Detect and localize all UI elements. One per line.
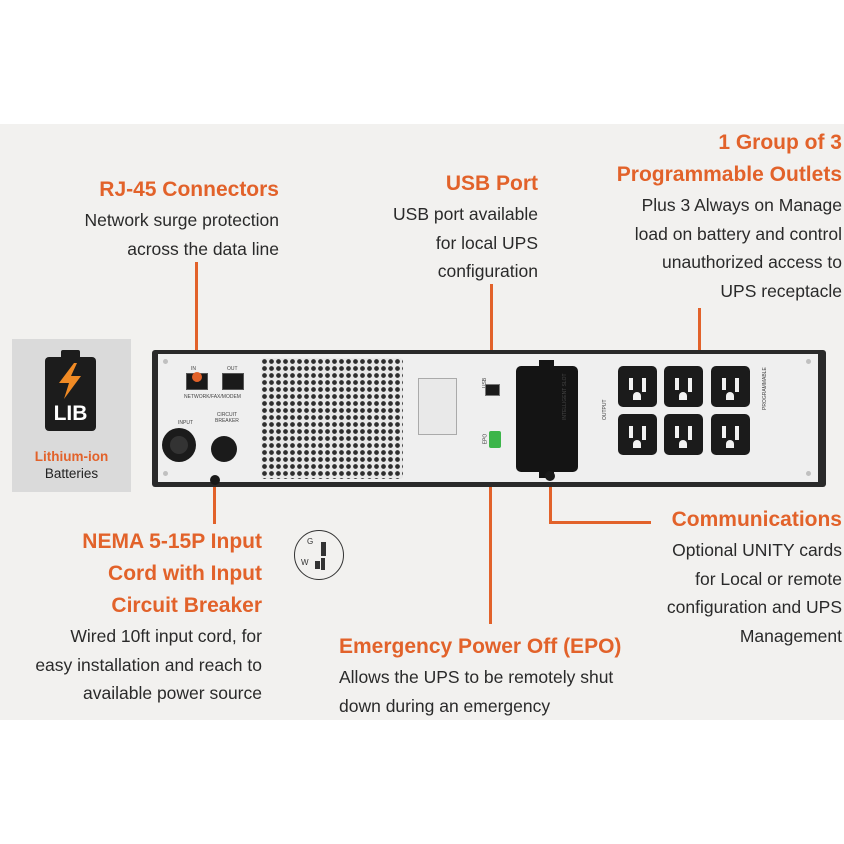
epo-connector-line xyxy=(489,452,492,624)
blank-slot-cover xyxy=(418,378,457,435)
fan-vent-grille xyxy=(261,358,403,479)
rj45-callout: RJ-45 Connectors Network surge protectio… xyxy=(0,174,279,263)
communications-description: Optional UNITY cards for Local or remote… xyxy=(666,540,842,646)
nema-description: Wired 10ft input cord, for easy installa… xyxy=(35,626,262,703)
intelligent-slot-label: INTELLIGENT SLOT xyxy=(562,373,568,420)
nema-connector-line xyxy=(213,480,216,524)
screw xyxy=(163,359,168,364)
nema-title: NEMA 5-15P Input Cord with Input Circuit… xyxy=(82,530,262,617)
plug-neutral-label: W xyxy=(301,558,309,567)
communications-callout: Communications Optional UNITY cards for … xyxy=(582,504,842,650)
lib-line2: Batteries xyxy=(44,466,99,481)
outlets-connector-line xyxy=(698,308,701,375)
rj45-connector-line xyxy=(195,262,198,374)
plug-ground-label: G xyxy=(307,537,314,546)
rj45-endpoint-dot xyxy=(192,372,202,382)
nema-endpoint-dot xyxy=(210,475,220,485)
outlets-description: Plus 3 Always on Manage load on battery … xyxy=(634,195,842,301)
intelligent-slot-cover[interactable] xyxy=(516,366,578,472)
lib-line1: Lithium-ion xyxy=(34,449,109,464)
outlet-programmable-3[interactable] xyxy=(711,414,750,455)
usb-title: USB Port xyxy=(445,172,538,195)
outlet-always-on-1[interactable] xyxy=(618,366,657,407)
rj45-in-label: IN xyxy=(191,366,196,372)
outlet-programmable-1[interactable] xyxy=(618,414,657,455)
epo-callout: Emergency Power Off (EPO) Allows the UPS… xyxy=(339,631,669,720)
breaker-label: CIRCUIT BREAKER xyxy=(215,412,239,424)
screw xyxy=(163,471,168,476)
communications-connector-line-v xyxy=(549,476,552,524)
epo-description: Allows the UPS to be remotely shut down … xyxy=(339,667,614,716)
programmable-label: PROGRAMMABLE xyxy=(762,367,768,410)
usb-description: USB port available for local UPS configu… xyxy=(393,204,538,281)
comm-endpoint-dot xyxy=(545,471,555,481)
outlets-callout: 1 Group of 3 Programmable Outlets Plus 3… xyxy=(542,127,842,305)
rj45-description: Network surge protection across the data… xyxy=(84,210,279,259)
nema-plug-icon: G W xyxy=(294,530,344,580)
screw xyxy=(806,359,811,364)
rj45-out-port xyxy=(222,373,244,390)
usb-callout: USB Port USB port available for local UP… xyxy=(278,168,538,286)
usb-connector-line xyxy=(490,284,493,364)
rj45-out-label: OUT xyxy=(227,366,238,372)
input-cord-grommet-inner xyxy=(170,436,188,454)
screw xyxy=(806,471,811,476)
rj45-title: RJ-45 Connectors xyxy=(99,178,279,201)
epo-title: Emergency Power Off (EPO) xyxy=(339,635,622,658)
outlet-programmable-2[interactable] xyxy=(664,414,703,455)
comm-slot-tab-top xyxy=(539,360,554,368)
nema-callout: NEMA 5-15P Input Cord with Input Circuit… xyxy=(0,526,262,708)
outlets-title: 1 Group of 3 Programmable Outlets xyxy=(616,131,842,186)
output-label: OUTPUT xyxy=(602,399,608,420)
network-label: NETWORK/FAX/MODEM xyxy=(184,394,241,400)
epo-label: EPO xyxy=(482,433,489,445)
lightning-bolt-icon xyxy=(59,363,81,399)
communications-connector-line-h xyxy=(549,521,651,524)
epo-connector[interactable] xyxy=(489,431,501,448)
input-label: INPUT xyxy=(178,420,193,426)
outlet-always-on-3[interactable] xyxy=(711,366,750,407)
battery-terminal xyxy=(61,350,80,358)
usb-port[interactable] xyxy=(485,384,500,396)
outlet-always-on-2[interactable] xyxy=(664,366,703,407)
lib-label: LIB xyxy=(53,402,88,425)
communications-title: Communications xyxy=(671,508,842,531)
circuit-breaker-button[interactable] xyxy=(211,436,237,462)
